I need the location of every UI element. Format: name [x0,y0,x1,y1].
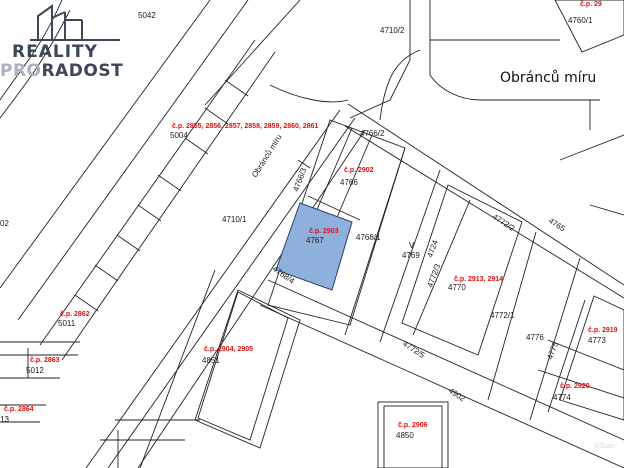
parcel-label: 4724 [425,238,440,258]
building-number-label: č.p. 2902 [344,167,374,174]
street-label: Obránců míru [250,133,284,179]
parcel-label: 5011 [58,319,76,328]
parcel-label: 4710/2 [380,26,405,35]
parcel-label: 4760/1 [568,16,593,25]
parcel-label: 4772/5 [401,339,427,360]
parcel-label: 13 [0,415,9,424]
parcel-label: 4775 [545,340,560,360]
building-number-label: č.p. 2863 [30,357,60,364]
logo-line2-radost: RADOST [41,61,124,81]
building-number-label: č.p. 29 [580,1,602,8]
building-number-label: č.p. 2855, 2856, 2857, 2858, 2859, 2860,… [172,123,318,130]
parcel-label: 4773 [588,336,606,345]
parcel-label: 4766/3 [291,166,308,193]
parcel-label: 5042 [138,11,156,20]
parcel-label: 4770 [448,283,466,292]
parcel-label: 4774 [553,393,571,402]
logo-line1: REALITY [12,42,98,62]
reality-proradost-logo: REALITY PRORADOST [0,0,130,90]
parcel-label: 4766 [340,178,358,187]
parcel-label: 4902 [447,386,467,404]
road-mark: V [409,241,415,250]
parcel-label: 4767 [306,236,324,245]
parcel-label: 4768/1 [356,233,381,242]
house-icon [30,4,120,41]
building-number-label: č.p. 2864 [4,406,34,413]
parcel-label: 5004 [170,131,188,140]
parcel-label: 02 [0,219,9,228]
building-number-label: č.p. 2904, 2905 [204,346,253,353]
parcel-label: 4772/2 [491,212,517,233]
parcel-label: 4772/1 [490,311,515,320]
parcel-label: 4769 [402,251,420,260]
building-number-label: č.p. 2862 [60,311,90,318]
building-number-label: č.p. 2906 [398,422,428,429]
logo-line2-pro: PRO [0,61,42,81]
parcel-label: 4765 [547,216,567,234]
parcel-label: 4772/3 [425,262,442,289]
building-number-label: č.p. 2903 [309,228,339,235]
parcel-label: 4766/2 [360,129,385,138]
place-name: Obránců míru [500,70,596,86]
parcel-label: 4851 [202,356,220,365]
parcel-label: 5012 [26,366,44,375]
parcel-labels: 5042 5004 4710/1 4710/2 4766/2 4766/3 47… [0,11,606,440]
building-number-labels: č.p. 2855, 2856, 2857, 2858, 2859, 2860,… [4,1,618,429]
parcel-label: 4776 [526,333,544,342]
building-number-label: č.p. 2919 [588,327,618,334]
building-number-label: č.p. 2913, 2914 [454,276,503,283]
building-number-label: č.p. 2920 [560,383,590,390]
highlighted-parcel-4767[interactable] [275,202,353,291]
watermark: ©Šum [594,443,614,450]
parcel-label: 4710/1 [222,215,247,224]
parcel-label: 4850 [396,431,414,440]
logo-line2: PRORADOST [0,61,123,81]
